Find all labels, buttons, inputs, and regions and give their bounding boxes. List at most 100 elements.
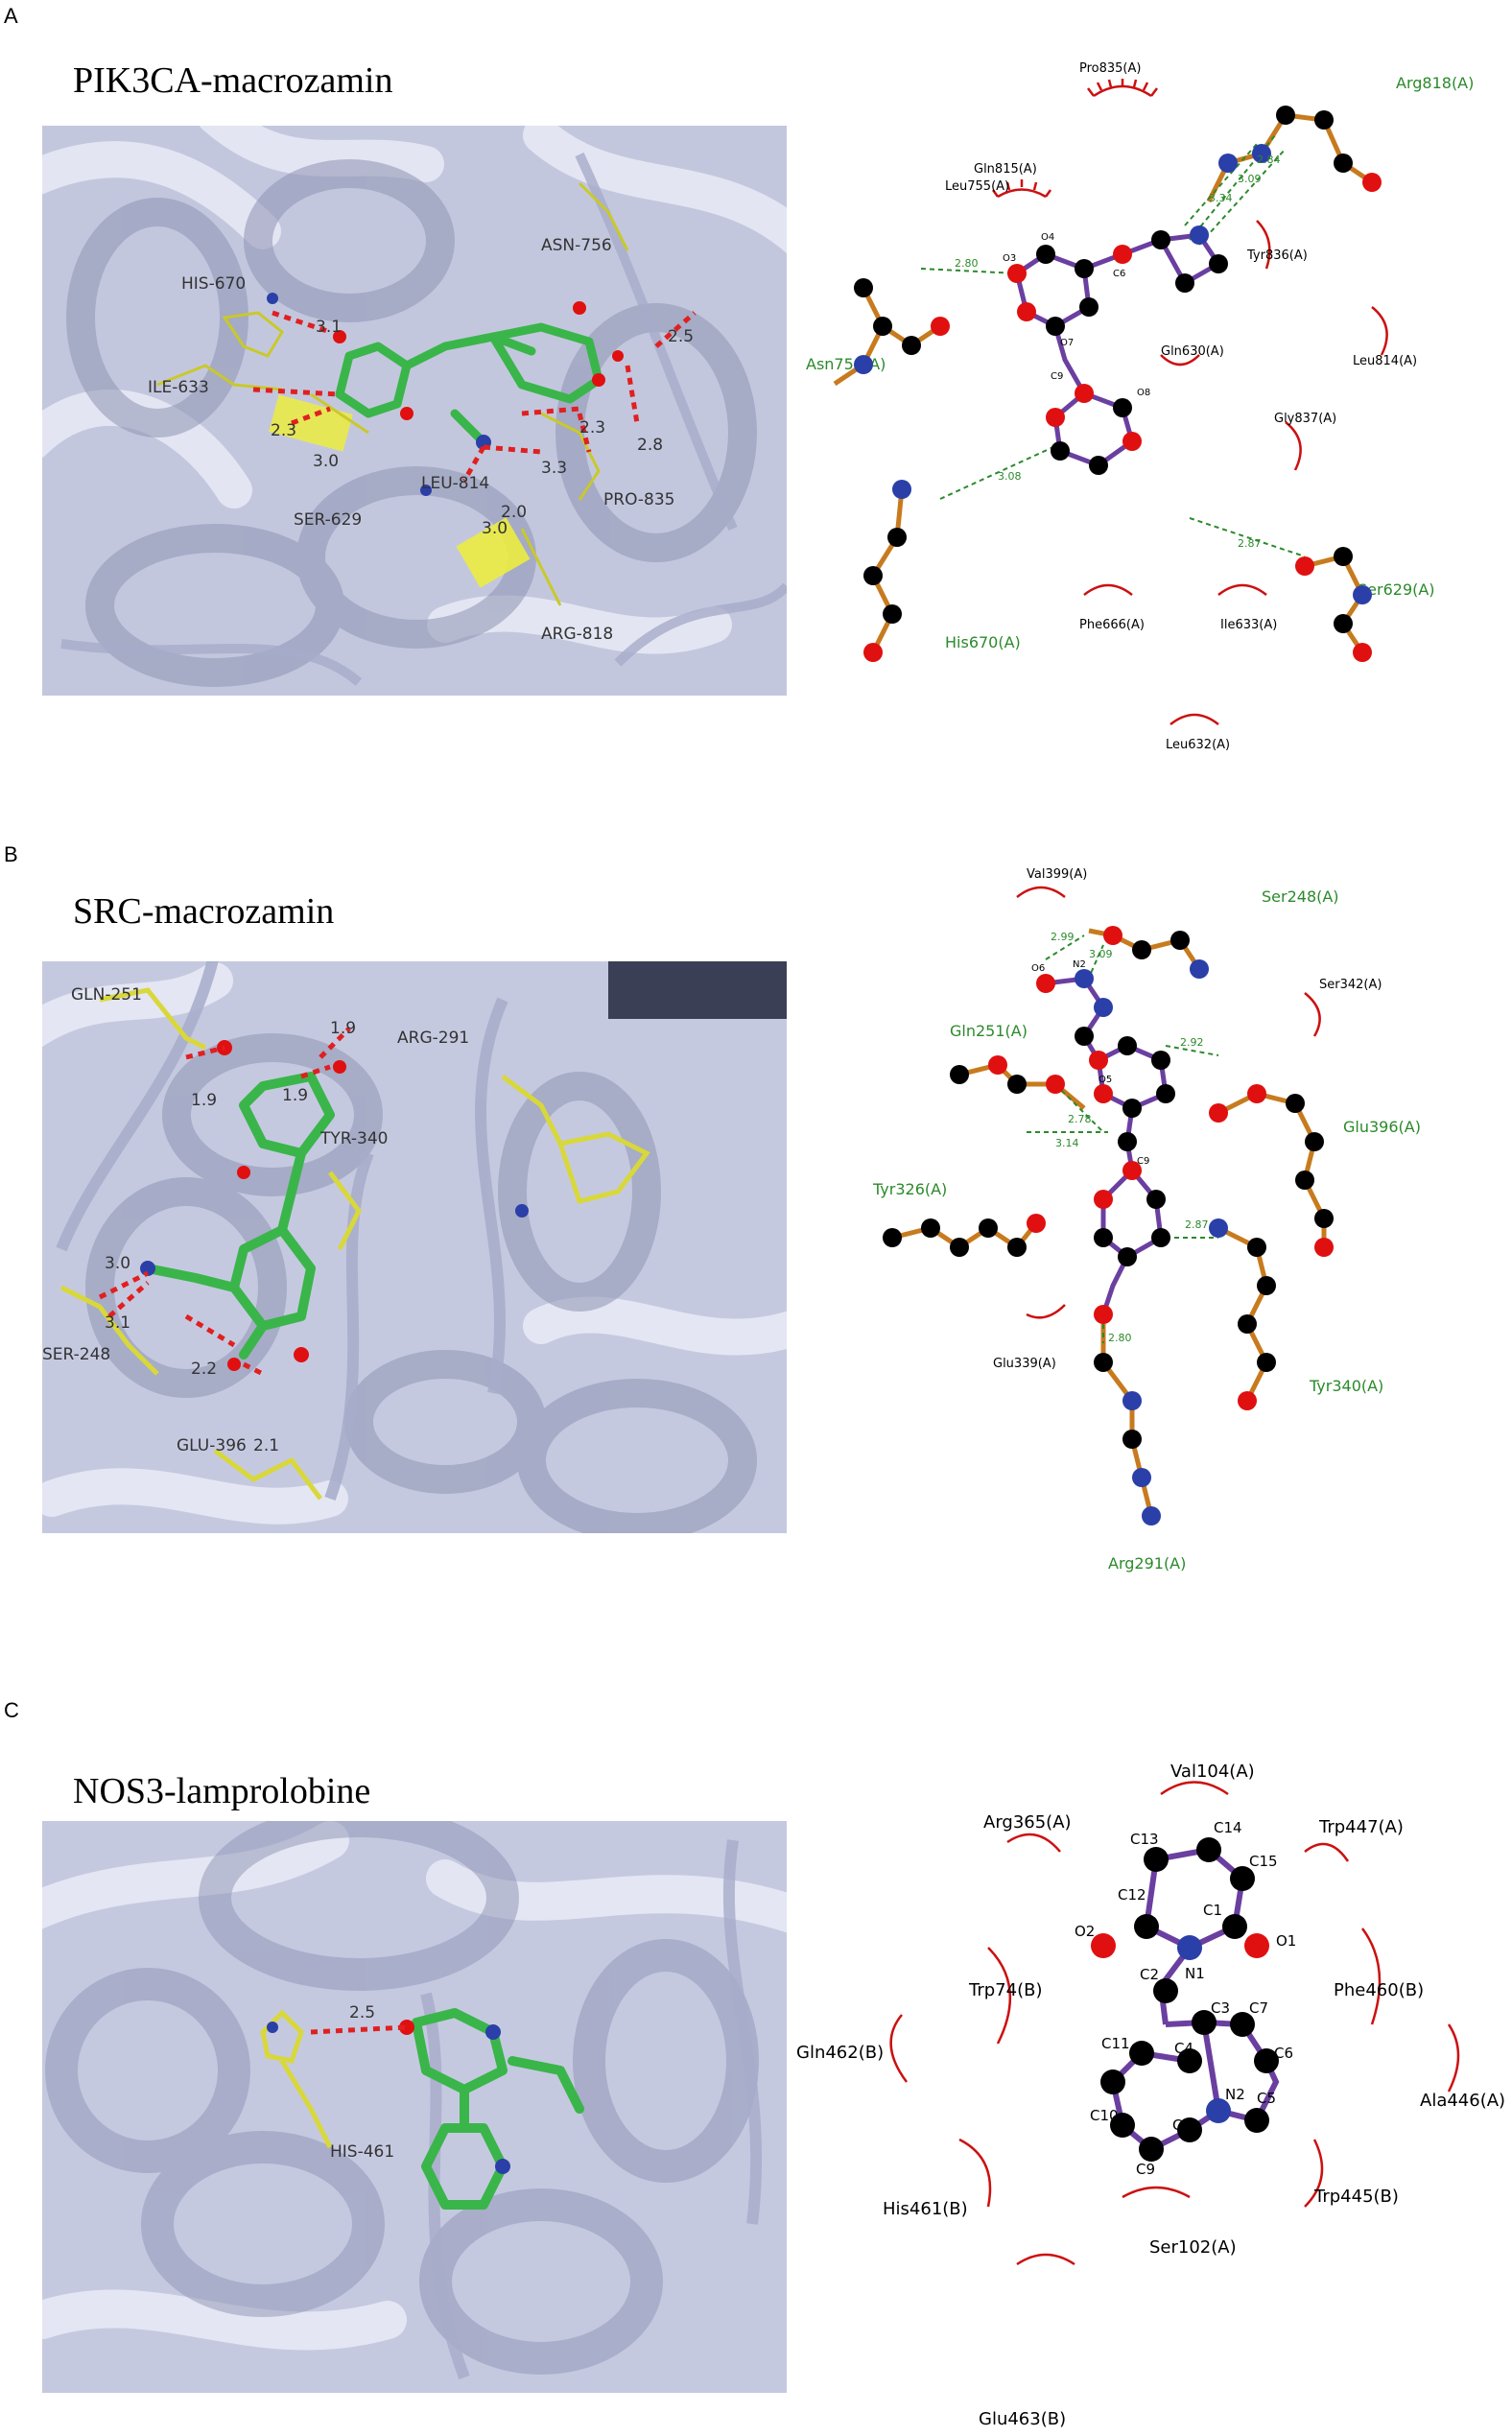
render-label: SER-629 [294, 510, 362, 530]
atom-label: C15 [1249, 1853, 1278, 1870]
atom-label: C3 [1211, 1999, 1230, 2017]
hbond-residue: Arg818(A) [1396, 74, 1474, 92]
render-label: SER-248 [42, 1345, 110, 1364]
panel-a-schematic: Pro835(A) Gln815(A) Leu755(A) Tyr836(A) … [806, 61, 1474, 752]
hydrophobic-residue: Phe666(A) [1079, 618, 1145, 632]
atom-label: C6 [1274, 2045, 1293, 2062]
atom-label: C9 [1051, 371, 1063, 382]
atom-label: O2 [1075, 1923, 1095, 1940]
distance-label: 3.0 [105, 1254, 130, 1273]
hbond-distance: 3.09 [1238, 173, 1262, 185]
atom-label: C9 [1137, 1156, 1149, 1167]
hydrophobic-residue: Ser102(A) [1149, 2237, 1237, 2258]
hbond-distance: 2.78 [1068, 1113, 1092, 1125]
hydrophobic-residue: Leu632(A) [1166, 738, 1230, 752]
hbond-residue: Arg291(A) [1108, 1554, 1186, 1573]
atom-label: C1 [1203, 1902, 1222, 1919]
hbond-distance: 2.92 [1180, 1036, 1204, 1049]
hbond-distance: 2.87 [1238, 537, 1262, 550]
distance-label: 2.8 [637, 436, 663, 455]
atom-label: C10 [1090, 2107, 1119, 2124]
atom-label: N2 [1073, 959, 1086, 970]
hydrophobic-residue: Trp74(B) [968, 1980, 1042, 2000]
hydrophobic-residue: Tyr836(A) [1246, 248, 1308, 263]
panel-a-render-art: HIS-670 ILE-633 SER-629 LEU-814 PRO-835 … [42, 126, 787, 696]
distance-label: 3.0 [313, 452, 339, 471]
panel-b-3d-render: GLN-251 ARG-291 TYR-340 SER-248 GLU-396 … [42, 961, 787, 1533]
atom-label: C6 [1113, 269, 1125, 279]
hbond-residue: His670(A) [945, 633, 1021, 651]
atom-label: O6 [1031, 963, 1045, 974]
hbond-residue: Tyr326(A) [872, 1180, 947, 1198]
hbond-residue: Asn756(A) [806, 355, 886, 373]
atom-label: C5 [1257, 2090, 1276, 2107]
hydrophobic-residue: Val399(A) [1027, 867, 1087, 882]
atom-label: C2 [1140, 1966, 1159, 1983]
hbond-residue: Ser248(A) [1262, 887, 1339, 906]
panel-c-title: NOS3-lamprolobine [73, 1771, 371, 1811]
hbond-distance: 3.34 [1209, 192, 1233, 204]
hydrophobic-residue: Leu814(A) [1353, 354, 1417, 368]
panel-c-render-art: HIS-461 2.5 [42, 1821, 787, 2393]
render-label: LEU-814 [421, 474, 489, 493]
distance-label: 3.0 [482, 519, 508, 538]
atom-label: O1 [1276, 1932, 1296, 1950]
atom-label: O3 [1003, 253, 1016, 264]
atom-label: C9 [1136, 2161, 1155, 2178]
distance-label: 1.9 [191, 1091, 217, 1110]
hydrophobic-residue: Leu755(A) [945, 179, 1009, 194]
atom-label: O7 [1060, 338, 1074, 348]
hbond-residue: Ser629(A) [1358, 580, 1435, 599]
hydrophobic-residue: Trp445(B) [1313, 2187, 1399, 2207]
render-label: PRO-835 [603, 490, 675, 509]
atom-label: C11 [1101, 2035, 1130, 2052]
distance-label: 1.9 [330, 1019, 356, 1038]
distance-label: 2.2 [191, 1360, 217, 1379]
hydrophobic-residue: Val104(A) [1170, 1762, 1255, 1782]
panel-b-title: SRC-macrozamin [73, 891, 335, 932]
panel-letter-b: B [4, 842, 18, 866]
distance-label: 2.3 [271, 421, 296, 440]
hydrophobic-residue: Gln815(A) [974, 162, 1037, 177]
hbond-residue: Glu396(A) [1343, 1118, 1421, 1136]
hbond-distance: 2.87 [1185, 1218, 1209, 1231]
panel-a-3d-render: HIS-670 ILE-633 SER-629 LEU-814 PRO-835 … [42, 126, 787, 696]
distance-label: 2.0 [501, 503, 527, 522]
render-label: ASN-756 [541, 236, 612, 255]
atom-label: C8 [1172, 2117, 1192, 2134]
hbond-distance: 2.80 [1108, 1332, 1132, 1344]
panel-a-title-text: PIK3CA-macrozamin [73, 60, 393, 101]
hbond-distance: 3.14 [1055, 1137, 1079, 1149]
atom-label: O5 [1099, 1075, 1112, 1085]
render-label: GLU-396 [177, 1436, 247, 1455]
render-label: TYR-340 [319, 1129, 388, 1148]
distance-label: 1.9 [282, 1086, 308, 1105]
hbond-residue: Tyr340(A) [1309, 1377, 1383, 1395]
render-label: ILE-633 [148, 378, 209, 397]
atom-label: C13 [1130, 1831, 1159, 1848]
hydrophobic-residue: Gln462(B) [796, 2043, 884, 2063]
atom-label: C4 [1174, 2040, 1193, 2057]
panel-c-3d-render: HIS-461 2.5 [42, 1821, 787, 2393]
distance-label: 3.1 [316, 318, 342, 337]
hydrophobic-residue: Ile633(A) [1220, 618, 1277, 632]
panel-letter-c: C [4, 1698, 19, 1722]
render-label: ARG-818 [541, 625, 613, 644]
hydrophobic-residue: Glu463(B) [979, 2409, 1066, 2429]
atom-label: N1 [1185, 1965, 1205, 1982]
hbond-residue: Gln251(A) [950, 1022, 1028, 1040]
hydrophobic-residue: Pro835(A) [1079, 61, 1141, 76]
distance-label: 3.3 [541, 459, 567, 478]
distance-label: 2.5 [349, 2003, 375, 2022]
distance-label: 2.3 [579, 418, 605, 438]
hydrophobic-residue: Gln630(A) [1161, 344, 1224, 359]
atom-label: O4 [1041, 232, 1054, 243]
render-label: ARG-291 [397, 1029, 469, 1048]
hydrophobic-residue: Phe460(B) [1334, 1980, 1424, 2000]
hydrophobic-residue: Trp447(A) [1318, 1817, 1404, 1837]
hydrophobic-residue: Gly837(A) [1274, 412, 1336, 426]
hydrophobic-residue: Ser342(A) [1319, 978, 1382, 992]
hbond-distance: 2.99 [1051, 931, 1075, 943]
atom-label: O8 [1137, 388, 1150, 398]
hbond-distance: 3.09 [1089, 948, 1113, 960]
